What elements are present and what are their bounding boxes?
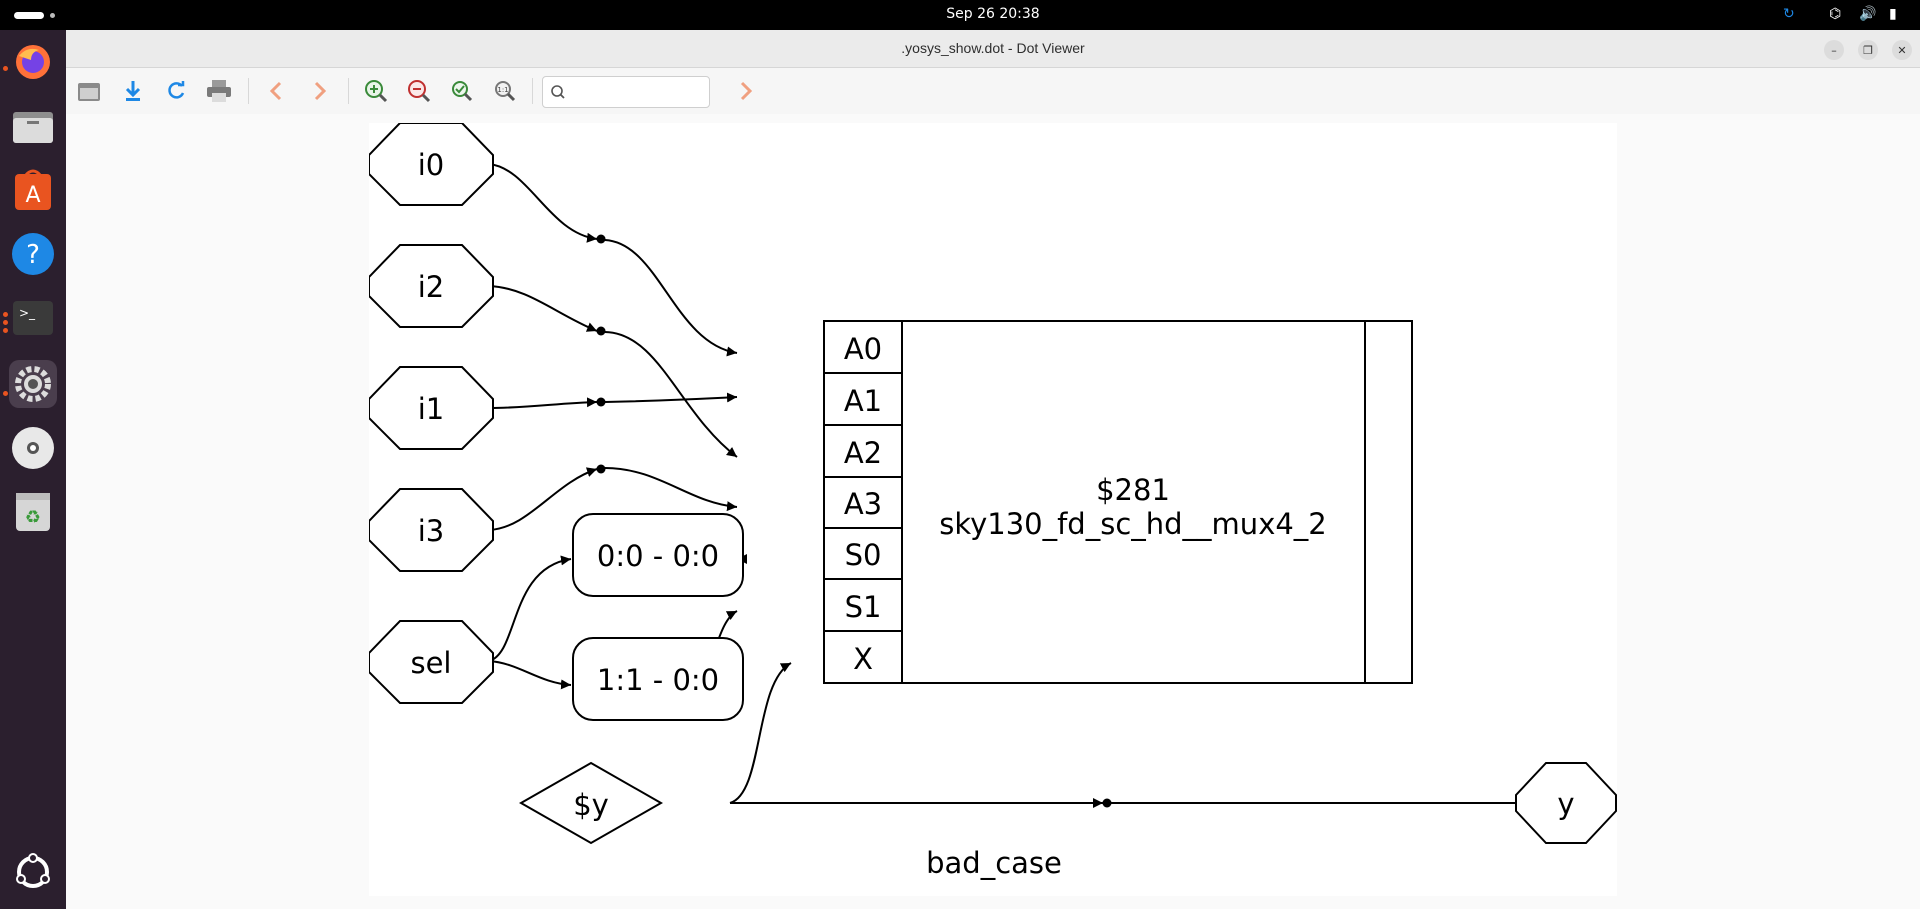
toolbar: 1:1 [66,68,1920,114]
show-apps-icon[interactable] [9,848,57,896]
title-bar[interactable]: .yosys_show.dot - Dot Viewer – ❐ ✕ [66,30,1920,68]
trash-icon[interactable]: ♻ [9,488,57,536]
wire-node-y [518,761,664,845]
firefox-icon[interactable] [9,38,57,86]
system-top-bar: Sep 26 20:38 ↻ ⌬ 🔊 ▮ [0,0,1920,30]
zoom-in-icon [365,80,388,103]
zoom-fit-icon [452,81,473,102]
save-button[interactable] [120,78,146,104]
cell-type-label: sky130_fd_sc_hd__mux4_2 [939,507,1327,541]
slice-node-0 [572,513,744,597]
close-button[interactable]: ✕ [1892,40,1912,60]
terminal-icon[interactable]: >_ [9,294,57,342]
zoom-original-icon: 1:1 [495,81,516,102]
port-label-a0: A0 [844,332,882,366]
workspace-dot [50,13,55,18]
volume-icon[interactable]: 🔊 [1859,6,1877,22]
edge-sel-slice0 [488,555,572,662]
edge-i2 [488,285,598,332]
edge-sel-slice1 [488,660,572,690]
folder-icon [78,83,100,101]
edge-i1-a1 [604,392,738,403]
dot-viewer-window: .yosys_show.dot - Dot Viewer – ❐ ✕ [66,30,1920,909]
input-label-sel: sel [410,646,451,680]
update-icon[interactable]: ↻ [1783,6,1795,22]
edge-i0-a0 [604,239,738,357]
cell-id-label: $281 [1096,473,1170,507]
edge-i1 [488,397,598,409]
slice-label-0: 0:0 - 0:0 [597,539,719,573]
input-label-i0: i0 [418,148,445,182]
input-label-i1: i1 [418,392,445,426]
edge-i0 [488,163,598,243]
files-icon[interactable] [9,102,57,150]
svg-text:♻: ♻ [25,507,41,528]
svg-text:>_: >_ [19,306,36,320]
reload-icon [168,81,185,99]
graph-canvas[interactable]: i0 i2 i1 i3 sel 0:0 - 0:0 1:1 - 0:0 $y y… [368,122,1617,896]
output-node-y [1515,762,1617,844]
zoom-out-button[interactable] [406,78,432,104]
input-node-sel [368,620,494,704]
input-node-i0 [368,122,494,206]
print-button[interactable] [206,78,232,104]
help-icon[interactable]: ? [9,230,57,278]
minimize-button[interactable]: – [1824,40,1844,60]
disc-icon[interactable] [9,424,57,472]
activities-indicator[interactable] [14,12,44,19]
download-icon [125,81,141,101]
search-field[interactable] [542,76,710,108]
input-node-i1 [368,366,494,450]
zoom-fit-button[interactable] [449,78,475,104]
zoom-in-button[interactable] [363,78,389,104]
find-next-button[interactable] [733,78,759,104]
port-label-a3: A3 [844,487,882,521]
reload-button[interactable] [163,78,189,104]
wire-label: $y [573,788,609,822]
arrow-right-icon [314,81,327,101]
zoom-out-icon [408,80,431,103]
cell-node [823,320,1413,684]
port-label-a1: A1 [844,384,882,418]
edge-i2-a2 [604,331,738,458]
input-node-i2 [368,244,494,328]
svg-text:A: A [25,183,40,208]
input-label-i3: i3 [418,514,445,548]
network-icon[interactable]: ⌬ [1829,6,1842,22]
maximize-button[interactable]: ❐ [1858,40,1878,60]
window-title: .yosys_show.dot - Dot Viewer [901,40,1085,56]
dock: A ? >_ ♻ [0,30,66,909]
search-input[interactable] [569,82,705,102]
edge-wire-x [729,662,792,804]
clock[interactable]: Sep 26 20:38 [946,6,1040,22]
port-label-x: X [853,642,873,676]
input-label-i2: i2 [418,270,445,304]
zoom-100-button[interactable]: 1:1 [492,78,518,104]
graph-label: bad_case [926,846,1062,880]
edge-i3-a3 [604,467,738,512]
slice-node-1 [572,637,744,721]
svg-text:?: ? [26,240,40,270]
printer-icon [207,80,231,102]
forward-button[interactable] [307,78,333,104]
back-button[interactable] [263,78,289,104]
input-node-i3 [368,488,494,572]
edge-i3 [488,467,598,531]
settings-icon[interactable] [9,360,57,408]
slice-label-1: 1:1 - 0:0 [597,663,719,697]
open-file-button[interactable] [76,78,102,104]
svg-text:1:1: 1:1 [497,86,508,94]
port-label-a2: A2 [844,436,882,470]
arrow-right-icon [740,81,753,101]
arrow-left-icon [269,81,282,101]
app-center-icon[interactable]: A [9,166,57,214]
battery-icon[interactable]: ▮ [1889,6,1897,22]
port-label-s0: S0 [845,538,882,572]
output-label: y [1557,787,1574,821]
search-icon [551,85,565,99]
port-label-s1: S1 [845,590,882,624]
